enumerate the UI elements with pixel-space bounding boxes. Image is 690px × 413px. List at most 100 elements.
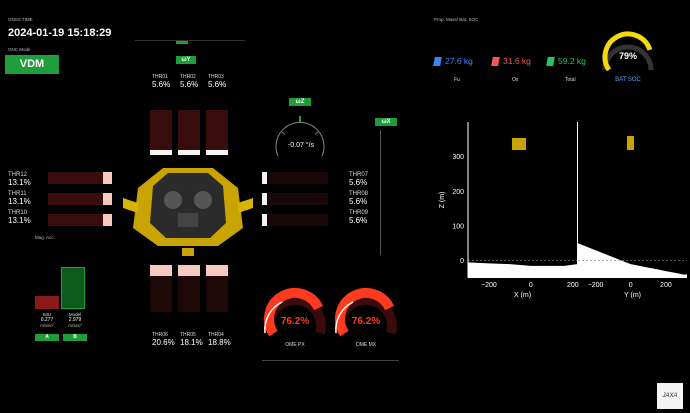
x-tick-0-1: 0 xyxy=(529,282,533,289)
y-axis-label-0: Z (m) xyxy=(439,192,446,209)
ox-value: 31.6 kg xyxy=(503,56,531,66)
gnss-time-label: GNSS TIME xyxy=(8,17,33,22)
imu-readout: IMU 0.277 m/sec² xyxy=(33,312,61,328)
thr02-value: 5.6% xyxy=(180,80,199,89)
model-name: Model xyxy=(68,312,82,317)
thr07-label: THR07 xyxy=(349,172,369,178)
model-bar xyxy=(61,267,85,309)
x-tick-1-2: 200 xyxy=(660,282,672,289)
thrusters-left: THR12 13.1% THR11 13.1% THR10 13.1% xyxy=(8,172,31,225)
thr06-label: THR06 xyxy=(152,332,168,338)
thr10-value: 13.1% xyxy=(8,216,31,225)
thr10-bar xyxy=(48,214,103,226)
fu-value: 27.6 kg xyxy=(445,56,473,66)
gnc-mode-badge: VDM xyxy=(5,55,59,74)
imu-unit: m/sec² xyxy=(40,323,54,328)
prop-mass-label: Prop. Mass/ Bat. SOC xyxy=(434,17,479,22)
ome-px-value: 76.2% xyxy=(280,316,310,327)
thr02-bar xyxy=(178,110,200,154)
battery-soc-gauge xyxy=(602,31,654,72)
gnc-mode-label: GNC Mode xyxy=(8,47,31,52)
omega-x-badge: ωX xyxy=(375,118,397,126)
thr09-value: 5.6% xyxy=(349,216,368,225)
total-value: 59.2 kg xyxy=(558,56,586,66)
fuel-tank-icon xyxy=(433,57,442,66)
imu-bar xyxy=(35,296,59,309)
battery-soc-label: BAT SOC xyxy=(615,77,641,83)
thr06-value: 20.6% xyxy=(152,338,175,347)
thr05-label: THR05 xyxy=(180,332,196,338)
thr11-label: THR11 xyxy=(8,191,27,197)
thr12-label: THR12 xyxy=(8,172,28,178)
x-tick-1-0: −200 xyxy=(588,282,604,289)
mag-acc-label: Mag. Acc. xyxy=(35,235,55,240)
ome-mx-value: 76.2% xyxy=(351,316,381,327)
y-tick-0-2: 200 xyxy=(452,189,464,196)
thr09-bar xyxy=(268,214,328,226)
thr01-label: THR01 xyxy=(152,74,168,80)
omega-z-value: -0.07 °/s xyxy=(287,142,315,149)
imu-tag: A xyxy=(35,334,59,341)
jaxa-logo: JAXA xyxy=(657,383,683,409)
thr12-value: 13.1% xyxy=(8,178,31,187)
omega-y-scale xyxy=(135,40,245,47)
thr12-pad xyxy=(103,172,112,184)
ome-divider xyxy=(262,360,399,361)
thr05-pad xyxy=(178,265,200,276)
thr09-pad xyxy=(262,214,267,226)
thr09-label: THR09 xyxy=(349,210,369,216)
omega-y-badge: ωY xyxy=(176,56,196,64)
x-tick-0-2: 200 xyxy=(567,282,579,289)
thr11-bar xyxy=(48,193,103,205)
y-tick-0-1: 100 xyxy=(452,224,464,231)
thr08-label: THR08 xyxy=(349,191,369,197)
thr10-pad xyxy=(103,214,112,226)
total-tank-icon xyxy=(546,57,555,66)
thr03-pad xyxy=(206,150,228,155)
model-tag: B xyxy=(63,334,87,341)
ox-label: Ox xyxy=(512,77,519,83)
x-tick-0-0: −200 xyxy=(481,282,497,289)
oxidizer-tank-icon xyxy=(491,57,500,66)
thr07-value: 5.6% xyxy=(349,178,368,187)
imu-value: 0.277 xyxy=(40,317,54,323)
ome-px-label: OME PX xyxy=(285,342,305,348)
thr04-pad xyxy=(206,265,228,276)
omega-x-scale xyxy=(380,130,381,255)
thr05-bar xyxy=(178,276,200,312)
y-tick-0-0: 0 xyxy=(460,258,464,265)
lander-marker-xz xyxy=(512,138,526,150)
thr04-bar xyxy=(206,276,228,312)
battery-soc-value: 79% xyxy=(618,51,637,61)
gnss-time-value: 2024-01-19 15:18:29 xyxy=(8,27,112,39)
thr01-value: 5.6% xyxy=(152,80,171,89)
thr03-value: 5.6% xyxy=(208,80,227,89)
terrain-area-1 xyxy=(578,243,687,278)
thr08-value: 5.6% xyxy=(349,197,368,206)
model-value: 2.979 xyxy=(68,317,82,323)
thr02-label: THR02 xyxy=(180,74,196,80)
thr03-bar xyxy=(206,110,228,154)
thr04-label: THR04 xyxy=(208,332,224,338)
thr12-bar xyxy=(48,172,103,184)
thr11-pad xyxy=(103,193,112,205)
thr07-pad xyxy=(262,172,267,184)
y-tick-0-3: 300 xyxy=(452,154,464,161)
thr08-pad xyxy=(262,193,267,205)
thr01-bar xyxy=(150,110,172,154)
x-tick-1-1: 0 xyxy=(629,282,633,289)
thr10-label: THR10 xyxy=(8,210,28,216)
imu-name: IMU xyxy=(42,312,52,317)
fu-label: Fu xyxy=(454,77,460,83)
omega-z-gauge xyxy=(275,116,325,157)
total-label: Total xyxy=(565,77,576,83)
thr06-pad xyxy=(150,265,172,276)
thr05-value: 18.1% xyxy=(180,338,203,347)
x-axis-label-0: X (m) xyxy=(514,292,531,299)
ome-px-gauge xyxy=(264,288,326,337)
lander-icon xyxy=(123,168,253,256)
thr11-value: 13.1% xyxy=(8,197,31,206)
thr08-bar xyxy=(268,193,328,205)
lander-marker-yz xyxy=(627,136,634,150)
terrain-area-0 xyxy=(468,262,577,278)
